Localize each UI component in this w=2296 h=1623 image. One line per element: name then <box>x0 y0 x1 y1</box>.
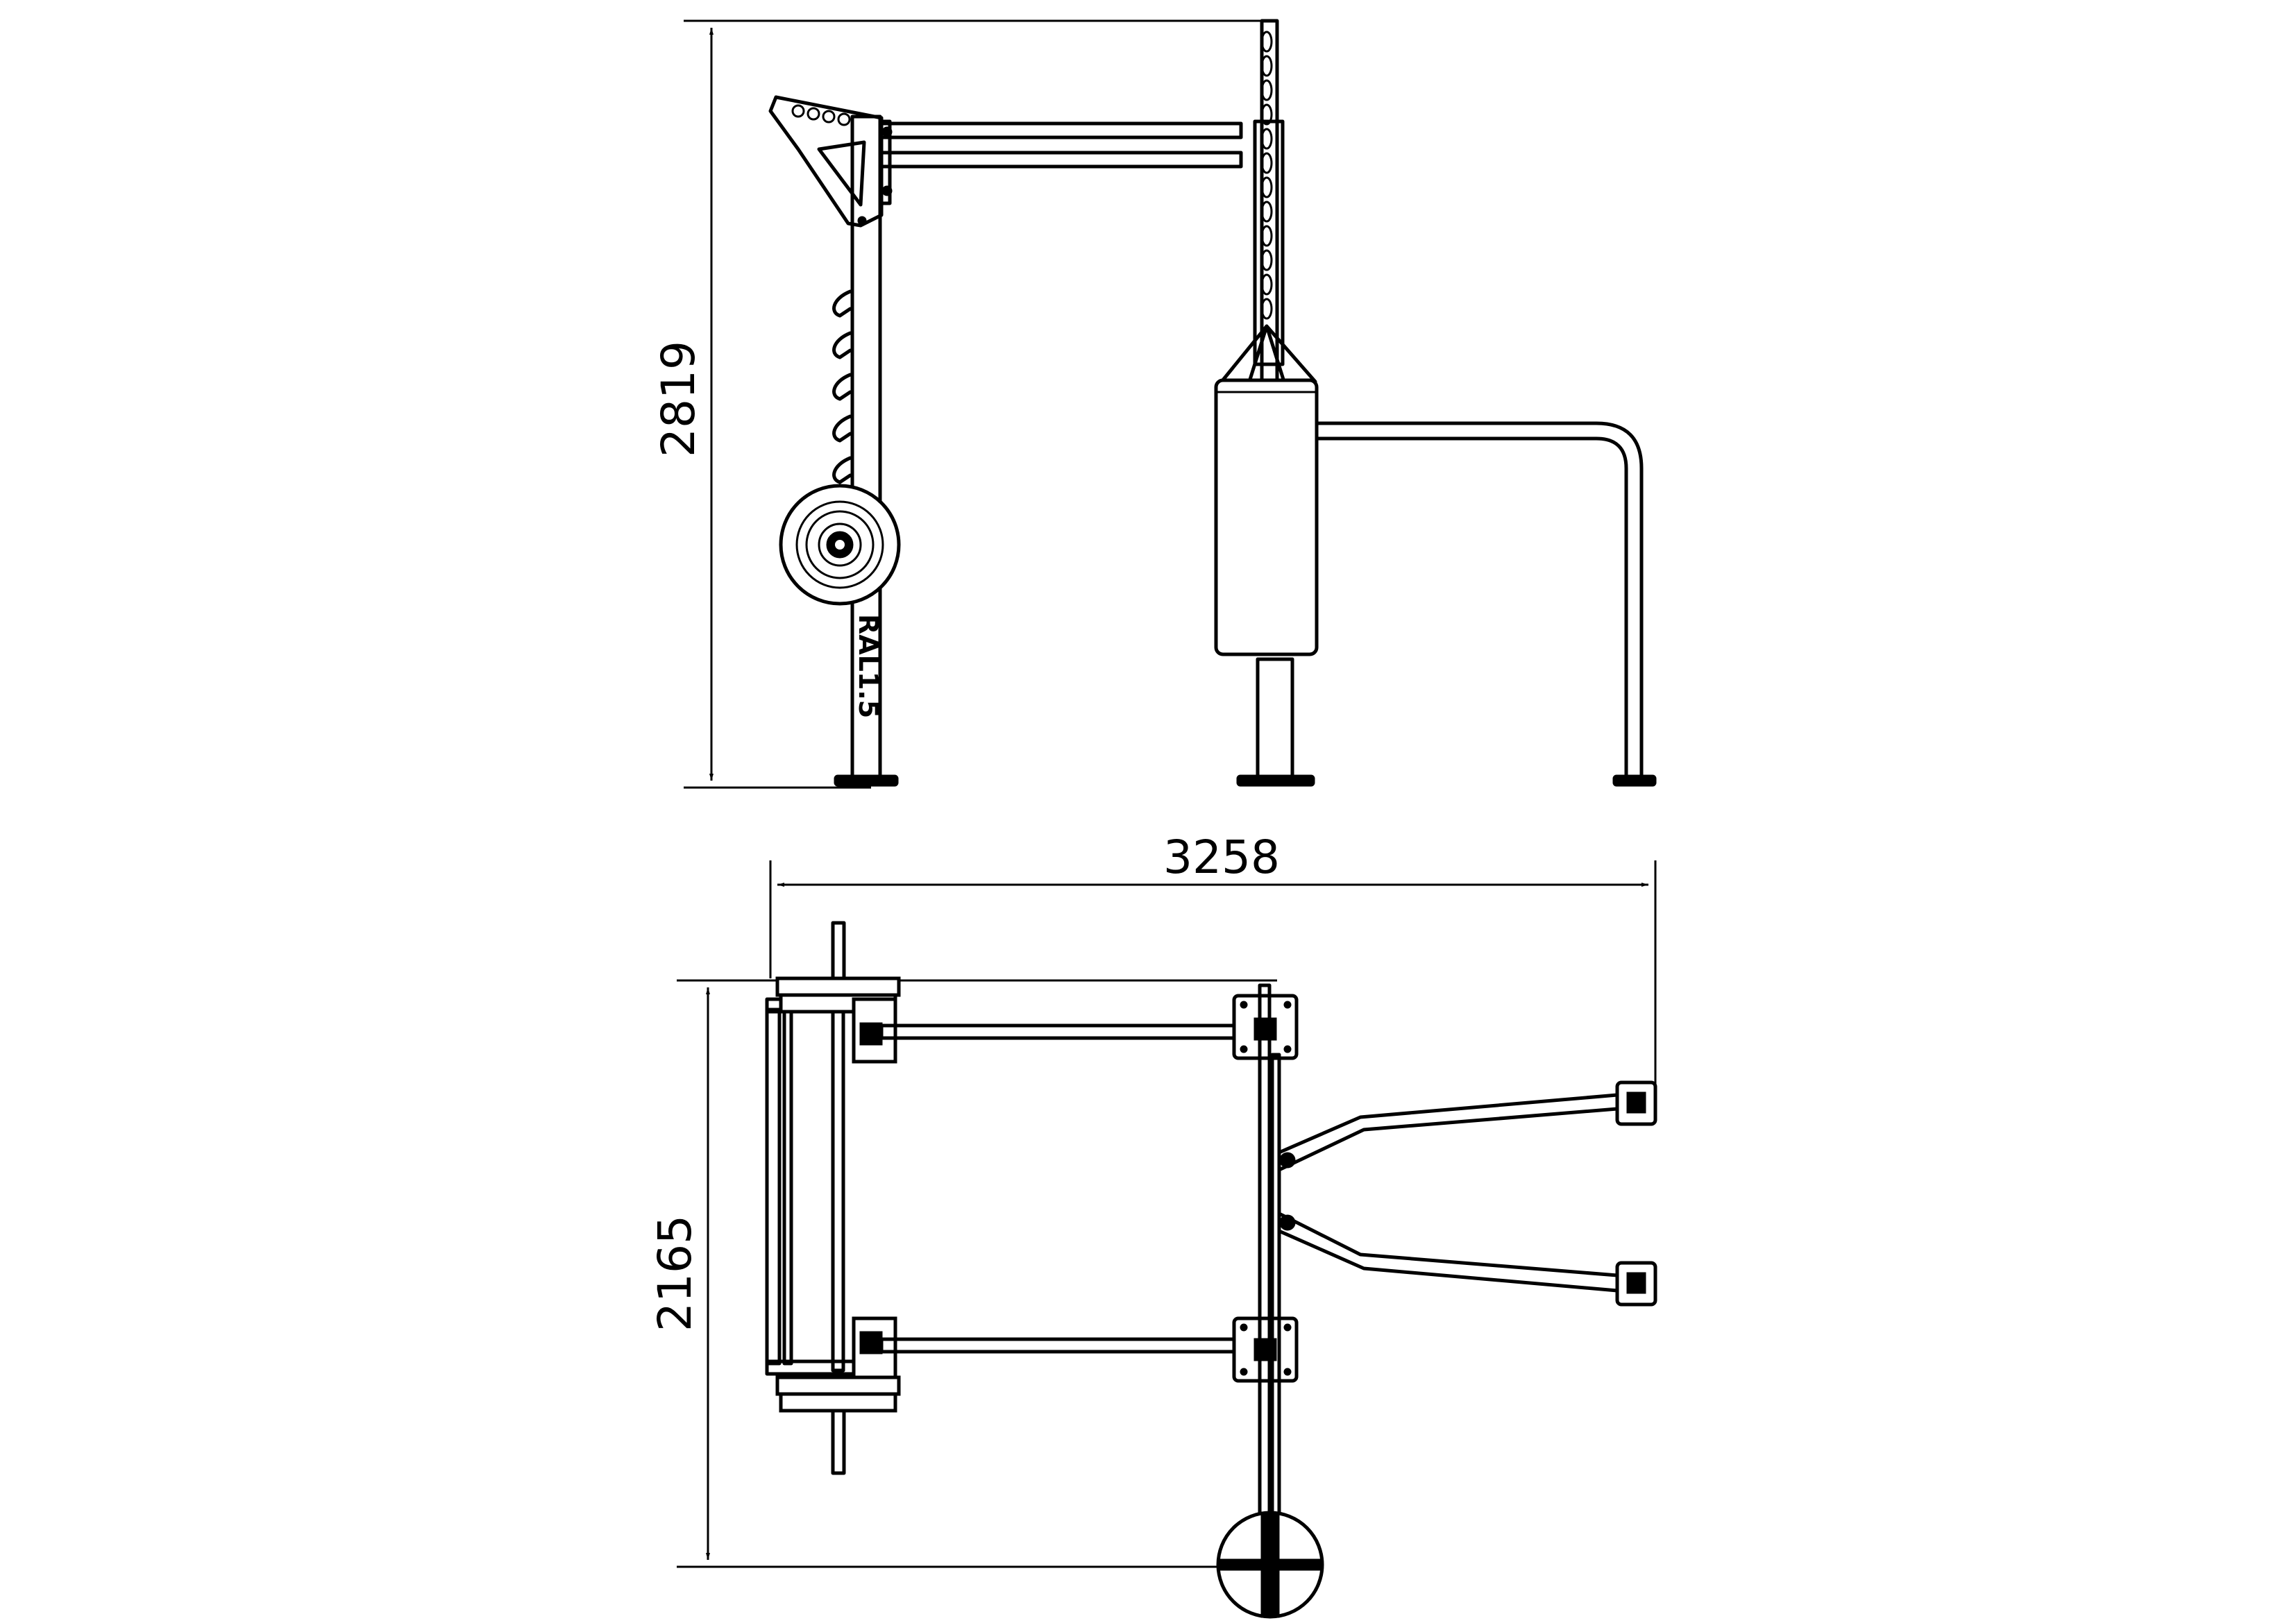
heavy-bag-chain <box>1219 31 1317 384</box>
barbell-top <box>775 921 901 1014</box>
side-elevation-view: 2819 RAL1.5 <box>652 19 1657 789</box>
center-beam <box>1258 983 1281 1570</box>
depth-dimension: 2165 <box>648 979 1277 1568</box>
left-upright-post: RAL1.5 <box>834 114 899 787</box>
barbell-bottom <box>775 1375 901 1475</box>
width-dimension: 3258 <box>769 831 1657 1103</box>
weight-plate <box>779 484 901 606</box>
right-mount-plates <box>1232 994 1299 1383</box>
top-plan-view: 3258 2165 <box>648 831 1657 1619</box>
height-dimension: 2819 <box>652 19 1277 789</box>
brand-logo: RAL1.5 <box>853 614 884 718</box>
depth-dimension-label: 2165 <box>648 1215 702 1332</box>
pull-up-bracket <box>768 95 884 228</box>
left-mount-plates <box>852 997 897 1379</box>
height-dimension-label: 2819 <box>652 341 705 457</box>
punching-bag <box>1214 378 1319 656</box>
bag-top-view <box>1216 1511 1324 1619</box>
cross-rails <box>879 1023 1251 1354</box>
dip-bar <box>1315 421 1657 787</box>
storage-hooks <box>832 289 852 484</box>
right-upright-post <box>1236 19 1315 787</box>
width-dimension-label: 3258 <box>1163 831 1280 884</box>
top-crossbar <box>878 119 1243 205</box>
dip-bars-top <box>1278 1080 1657 1307</box>
